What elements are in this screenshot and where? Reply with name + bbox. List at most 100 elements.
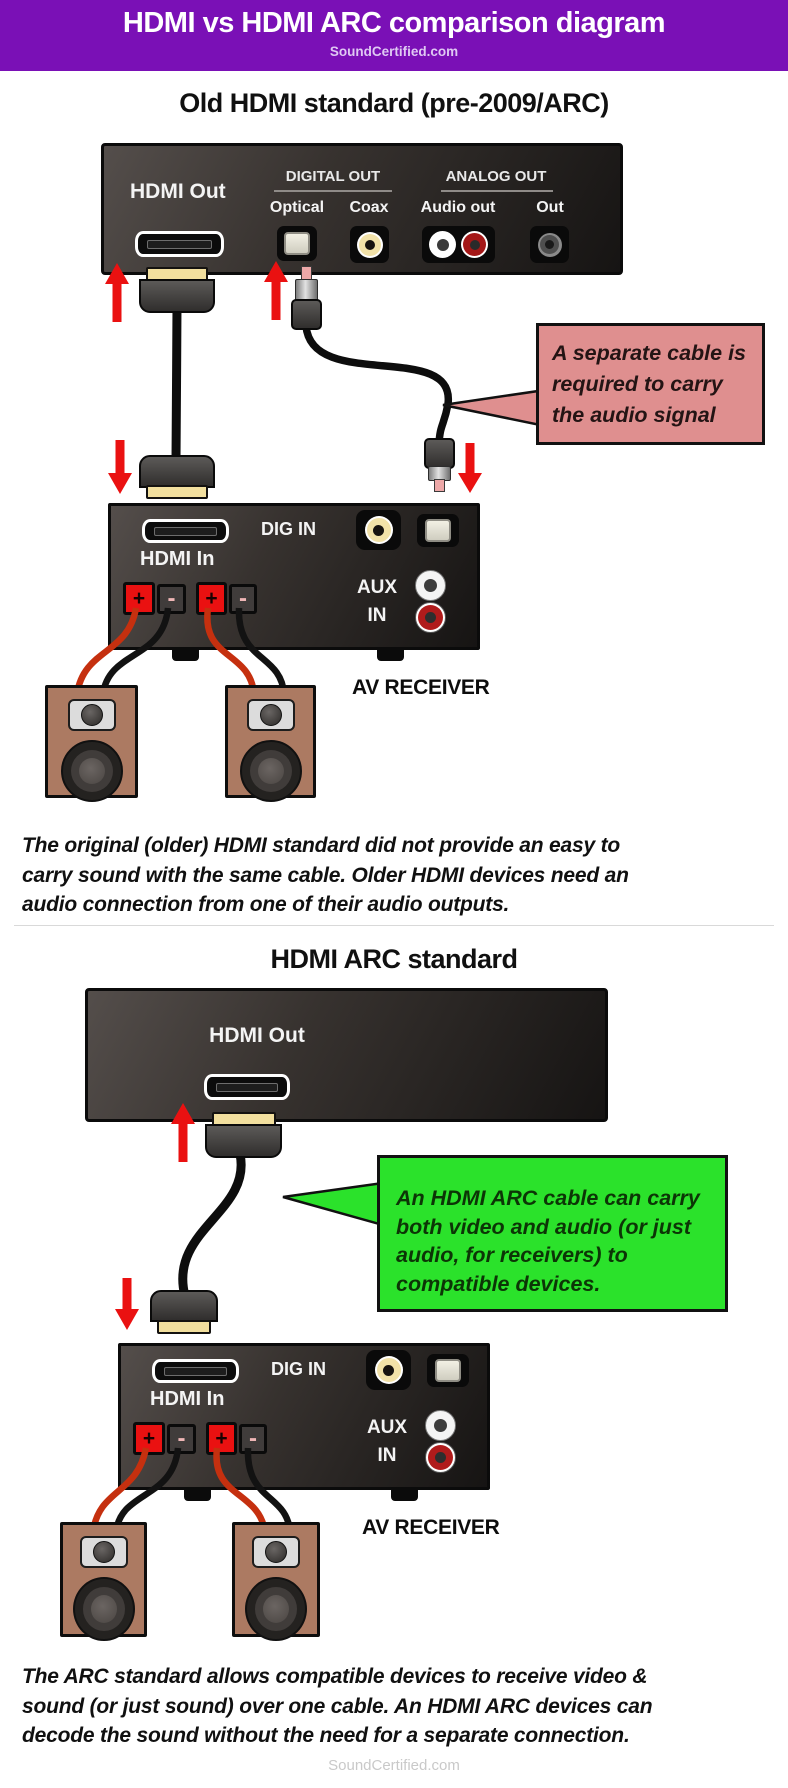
site-name: SoundCertified.com <box>329 44 459 59</box>
up-arrow-icon <box>171 1103 195 1162</box>
speaker-terminal-plus: + <box>123 582 155 615</box>
aux-in-label: IN <box>377 1445 397 1466</box>
optical-plug-body <box>291 299 322 330</box>
hdmi-plug-body <box>139 455 215 488</box>
speaker-terminal-minus: - <box>239 1424 267 1454</box>
audio-out-port <box>422 226 495 263</box>
down-arrow-icon <box>458 443 482 493</box>
section-divider <box>14 925 774 926</box>
hdmi-slot <box>163 1366 228 1376</box>
aux-white-hole <box>424 579 437 592</box>
coax-jack <box>374 1356 403 1384</box>
callout-line: both video and audio (or just <box>396 1214 692 1239</box>
rca-red-hole <box>469 239 480 250</box>
receiver-coax-port <box>356 510 401 550</box>
hdmi-slot <box>153 526 218 536</box>
aux-label: AUX <box>366 1417 408 1438</box>
coax-jack <box>364 516 393 544</box>
receiver-foot <box>377 650 404 661</box>
hdmi-plug-gold <box>146 485 208 499</box>
hdmi-slot <box>146 239 213 249</box>
speaker-terminal-plus: + <box>196 582 227 615</box>
speaker <box>60 1522 147 1641</box>
callout-line: compatible devices. <box>396 1271 601 1296</box>
av-receiver-label: AV RECEIVER <box>362 1516 500 1539</box>
av-receiver-old: DIG IN HDMI In + - + - AUX IN <box>108 503 480 650</box>
optical-window <box>435 1359 461 1382</box>
out-jack <box>537 232 562 257</box>
aux-red-jack <box>415 602 446 633</box>
rca-white-hole <box>436 238 449 251</box>
source-device-arc: HDMI Out <box>85 988 608 1122</box>
pink-callout-tail <box>442 388 547 428</box>
aux-red-jack <box>425 1442 456 1473</box>
optical-label: Optical <box>269 199 325 216</box>
hdmi-slot <box>215 1082 279 1092</box>
receiver-optical-port <box>427 1354 469 1387</box>
callout-line: An HDMI ARC cable can carry <box>396 1186 700 1210</box>
page-title: HDMI vs HDMI ARC comparison diagram <box>122 7 666 39</box>
av-receiver-label: AV RECEIVER <box>352 676 490 699</box>
av-receiver-arc: DIG IN HDMI In + - + - AUX IN <box>118 1343 490 1490</box>
coax-ring <box>376 1358 401 1382</box>
out-hole <box>545 240 554 249</box>
coax-label: Coax <box>349 199 389 216</box>
rca-white-jack <box>429 231 456 258</box>
aux-white-hole <box>434 1419 447 1432</box>
audio-out-label: Audio out <box>420 199 496 216</box>
section-old-heading: Old HDMI standard (pre-2009/ARC) <box>179 88 609 118</box>
hdmi-out-label: HDMI Out <box>130 180 226 203</box>
hdmi-plug-body <box>205 1124 282 1158</box>
tweeter <box>67 699 116 731</box>
header-bar: HDMI vs HDMI ARC comparison diagram Soun… <box>0 0 788 71</box>
tweeter <box>252 1536 300 1568</box>
callout-line: required to carry <box>552 372 723 396</box>
speaker-terminal-plus: + <box>133 1422 165 1455</box>
coax-jack <box>356 231 383 258</box>
callout-line: the audio signal <box>552 403 716 427</box>
coax-hole <box>364 239 375 250</box>
section-arc-caption: The ARC standard allows compatible devic… <box>22 1662 653 1751</box>
callout-line: A separate cable is <box>552 341 747 365</box>
receiver-coax-port <box>366 1350 411 1390</box>
out-ring <box>540 235 559 254</box>
caption-line: audio connection from one of their audio… <box>22 893 510 916</box>
hdmi-cable-old <box>171 305 182 461</box>
optical-out-port <box>277 226 317 261</box>
up-arrow-icon <box>105 263 129 322</box>
aux-red-ring <box>418 605 443 630</box>
analog-out-label: ANALOG OUT <box>445 168 547 185</box>
arc-cable-callout: An HDMI ARC cable can carry both video a… <box>377 1155 728 1312</box>
section-old-caption: The original (older) HDMI standard did n… <box>22 831 629 920</box>
separate-cable-callout: A separate cable is required to carry th… <box>536 323 765 445</box>
hdmi-plug-body <box>139 279 215 313</box>
aux-label: AUX <box>356 577 398 598</box>
down-arrow-icon <box>115 1278 139 1330</box>
aux-in-label: IN <box>367 605 387 626</box>
hdmi-out-port <box>135 231 224 257</box>
optical-plug-body <box>424 438 455 469</box>
optical-window <box>425 519 451 542</box>
woofer <box>245 1577 307 1641</box>
caption-line: The original (older) HDMI standard did n… <box>22 834 621 857</box>
rca-red-ring <box>463 233 486 256</box>
optical-cable <box>302 322 452 448</box>
up-arrow-icon <box>264 261 288 320</box>
woofer <box>60 740 123 802</box>
callout-line: audio, for receivers) to <box>396 1243 628 1267</box>
down-arrow-icon <box>108 440 132 494</box>
out-label: Out <box>536 199 564 216</box>
speaker-terminal-minus: - <box>167 1424 196 1454</box>
speaker-terminal-minus: - <box>229 584 257 614</box>
aux-red-hole <box>425 612 436 623</box>
digital-out-underline <box>274 190 392 192</box>
speaker-terminal-minus: - <box>157 584 186 614</box>
dig-in-label: DIG IN <box>261 519 317 539</box>
speaker-terminal-plus: + <box>206 1422 237 1455</box>
aux-white-jack <box>415 570 446 601</box>
receiver-foot <box>391 1490 418 1501</box>
hdmi-plug-body <box>150 1290 218 1322</box>
caption-line: sound (or just sound) over one cable. An… <box>22 1694 653 1718</box>
aux-red-hole <box>435 1452 446 1463</box>
